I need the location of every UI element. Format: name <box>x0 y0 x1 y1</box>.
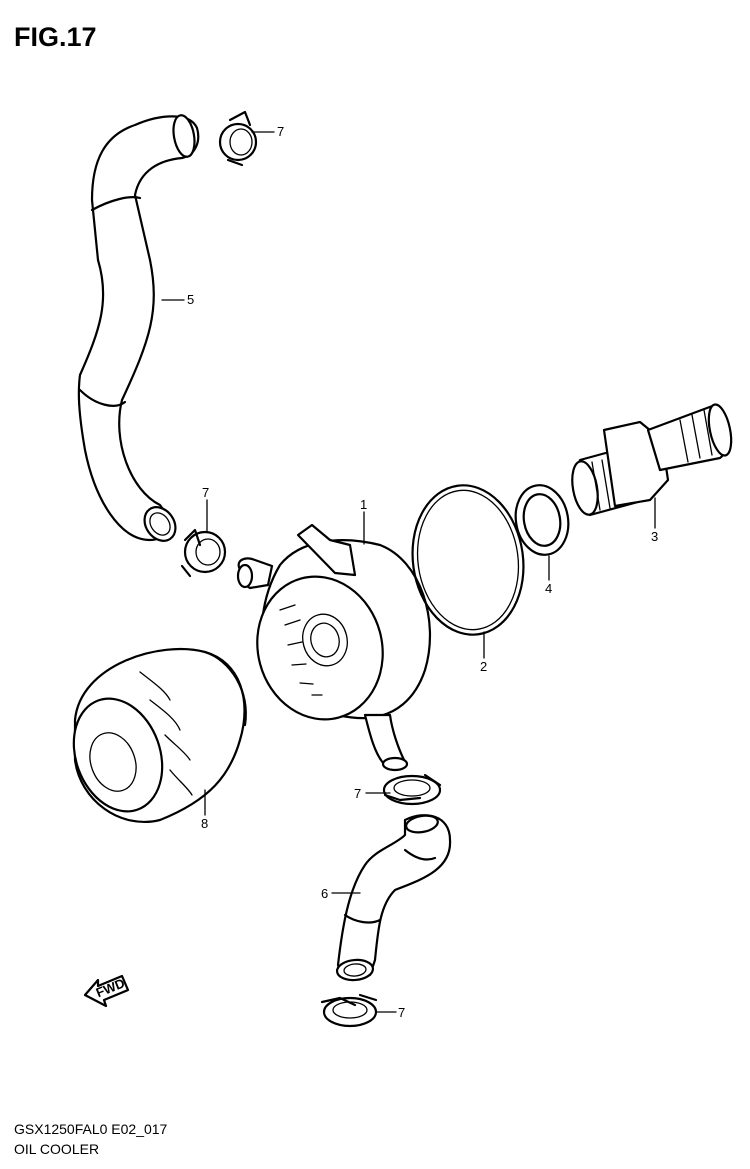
part-7-clamp-left[interactable] <box>180 528 227 578</box>
callout-7-left: 7 <box>202 485 209 500</box>
callout-7-bottom: 7 <box>398 1005 405 1020</box>
callout-7-middle: 7 <box>354 786 361 801</box>
part-1-oil-cooler[interactable] <box>236 523 432 772</box>
callout-4: 4 <box>545 581 552 596</box>
part-3-union-bolt[interactable] <box>568 402 735 517</box>
callout-8: 8 <box>201 816 208 831</box>
part-7-clamp-top[interactable] <box>218 110 258 167</box>
figure-title: FIG.17 <box>14 22 97 52</box>
fwd-arrow-icon: FWD <box>83 974 130 1008</box>
callout-6: 6 <box>321 886 328 901</box>
callout-2: 2 <box>480 659 487 674</box>
leader-lines <box>161 131 656 1013</box>
callout-1: 1 <box>360 497 367 512</box>
part-4-gasket[interactable] <box>510 481 573 559</box>
part-7-clamp-middle[interactable] <box>382 773 442 806</box>
figure-caption: OIL COOLER <box>14 1141 100 1157</box>
part-5-hose[interactable] <box>77 114 200 547</box>
part-6-hose[interactable] <box>335 813 452 982</box>
callout-7-top: 7 <box>277 124 284 139</box>
part-2-o-ring[interactable] <box>403 478 533 642</box>
part-7-clamp-bottom[interactable] <box>320 993 378 1028</box>
model-code: GSX1250FAL0 E02_017 <box>14 1121 168 1137</box>
part-8-oil-filter[interactable] <box>59 648 247 824</box>
callout-3: 3 <box>651 529 658 544</box>
callout-5: 5 <box>187 292 194 307</box>
